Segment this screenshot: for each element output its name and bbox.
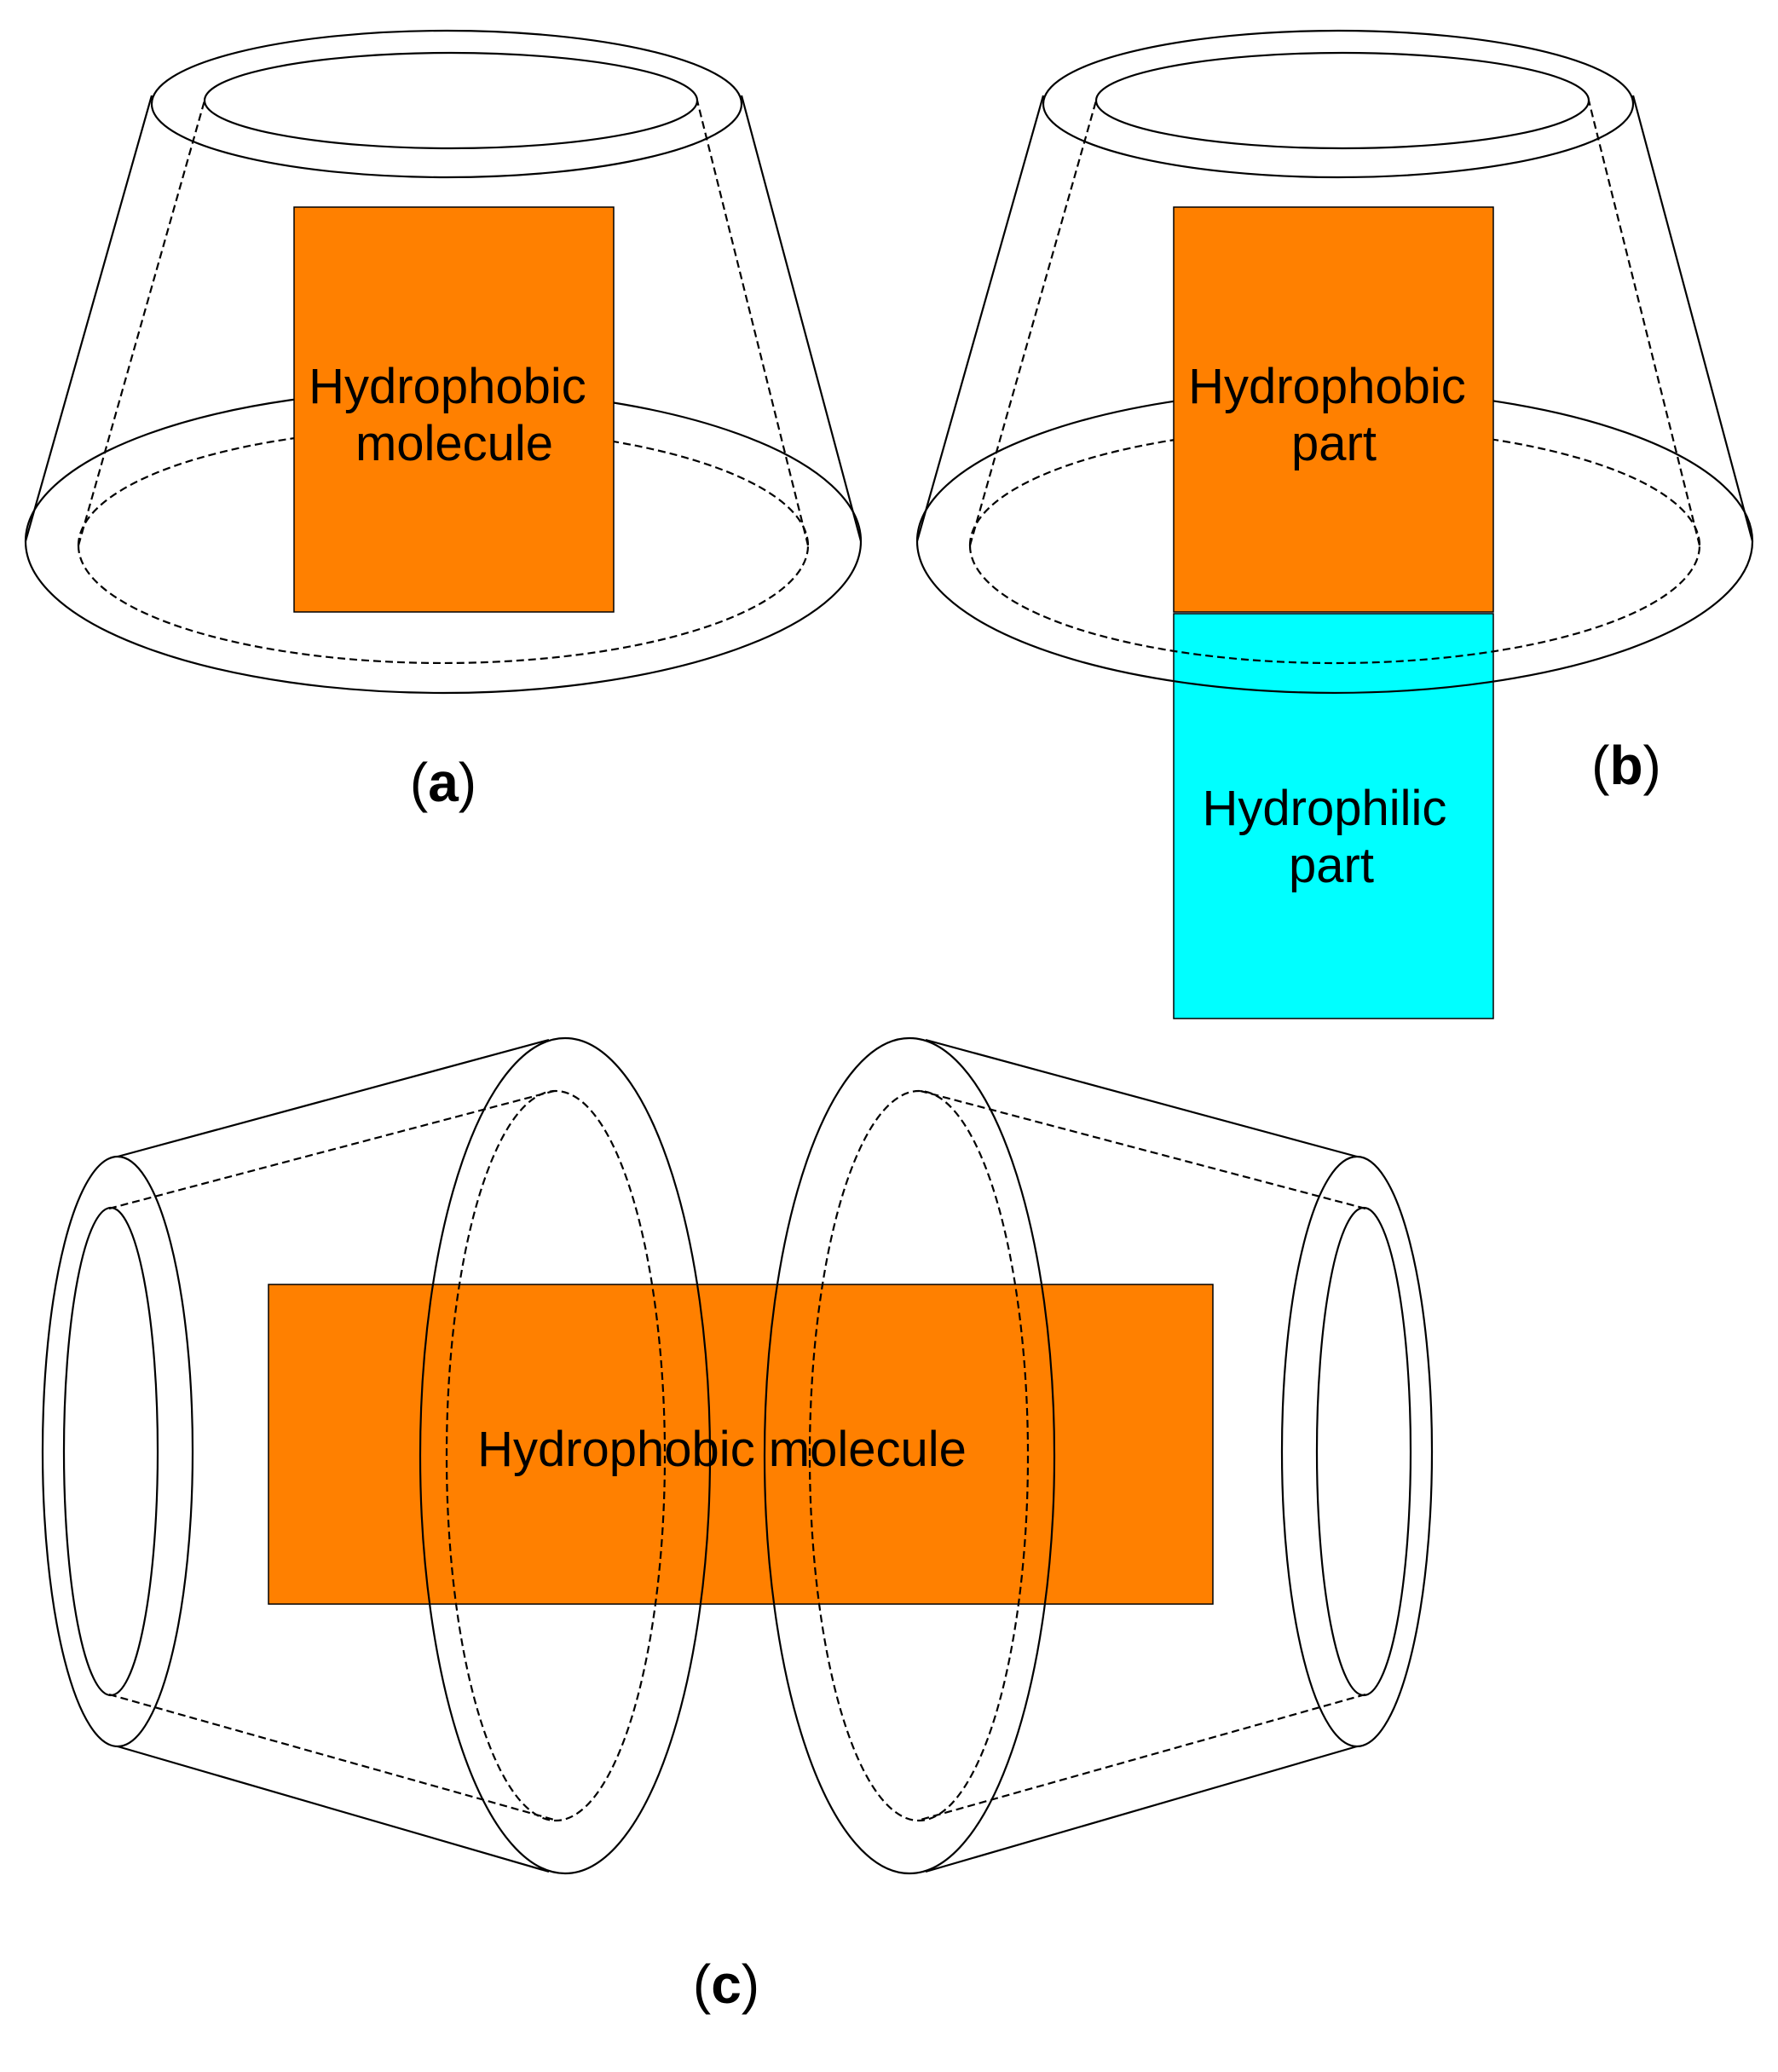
panel-a-label: (a) xyxy=(410,752,476,813)
panel-b-label: (b) xyxy=(1591,735,1661,796)
panel-c-right-wide-rim-inner xyxy=(808,1089,1030,1822)
panel-c-right-outer-wall-top xyxy=(925,1038,1358,1158)
panel-b-outer-wall-left xyxy=(915,95,1045,542)
panel-b-top-rim-inner xyxy=(1094,51,1590,150)
panel-b-bottom-inner-back xyxy=(968,426,1701,546)
hydrophobic-molecule-box-a xyxy=(293,206,615,613)
panel-c: Hydrophobic molecule (c) xyxy=(41,1036,1434,2015)
panel-c-left-outer-wall-top xyxy=(117,1038,550,1158)
panel-c-right-narrow-rim-outer xyxy=(1280,1155,1434,1748)
panel-c-left-outer-wall-bottom xyxy=(117,1745,550,1873)
panel-a-bottom-rim-front xyxy=(24,540,863,695)
panel-c-left-cyclodextrin xyxy=(41,1036,712,1875)
hydrophobic-part-label-b: Hydrophobic part xyxy=(1188,359,1480,471)
panel-a-bottom-inner-front xyxy=(77,545,810,665)
panel-a-inner-wall-left xyxy=(77,100,206,546)
panel-c-right-narrow-rim-inner xyxy=(1315,1206,1412,1697)
panel-c-left-inner-wall-top xyxy=(108,1089,555,1210)
panel-a: Hydrophobic molecule (a) xyxy=(24,29,863,813)
panel-c-right-inner-wall-top xyxy=(920,1089,1366,1210)
panel-c-left-narrow-rim-inner xyxy=(62,1206,159,1697)
panel-b-inner-wall-left xyxy=(968,100,1098,546)
panel-a-top-rim-inner xyxy=(203,51,699,150)
panel-c-left-wide-rim-outer xyxy=(419,1036,712,1875)
panel-c-right-inner-wall-bottom xyxy=(920,1693,1366,1821)
panel-b-inner-wall-right xyxy=(1587,100,1701,546)
panel-c-right-cyclodextrin xyxy=(763,1036,1434,1875)
panel-a-top-rim-outer xyxy=(150,29,743,179)
hydrophilic-part-label-b: Hydrophilic part xyxy=(1202,781,1460,893)
hydrophobic-part-box-b xyxy=(1173,206,1494,613)
panel-c-left-wide-rim-inner xyxy=(445,1089,667,1822)
panel-c-left-narrow-rim-outer xyxy=(41,1155,194,1748)
panel-b: Hydrophobic part Hydrophilic part (b) xyxy=(915,29,1754,1019)
panel-b-bottom-inner-front xyxy=(968,545,1701,665)
panel-c-left-inner-wall-bottom xyxy=(108,1693,555,1821)
panel-a-inner-wall-right xyxy=(696,100,810,546)
panel-a-bottom-inner-back xyxy=(77,426,810,546)
panel-a-outer-wall-left xyxy=(24,95,153,542)
hydrophobic-molecule-label-a: Hydrophobic molecule xyxy=(309,359,600,471)
panel-a-outer-wall-right xyxy=(740,95,863,542)
hydrophobic-molecule-label-c: Hydrophobic molecule xyxy=(477,1422,967,1477)
panel-c-right-outer-wall-bottom xyxy=(925,1745,1358,1873)
panel-b-bottom-rim-front xyxy=(915,540,1754,695)
hydrophilic-part-box-b xyxy=(1173,613,1494,1019)
panel-c-right-wide-rim-outer xyxy=(763,1036,1056,1875)
panel-b-outer-wall-right xyxy=(1631,95,1754,542)
panel-b-top-rim-outer xyxy=(1042,29,1635,179)
panel-c-label: (c) xyxy=(693,1954,759,2015)
